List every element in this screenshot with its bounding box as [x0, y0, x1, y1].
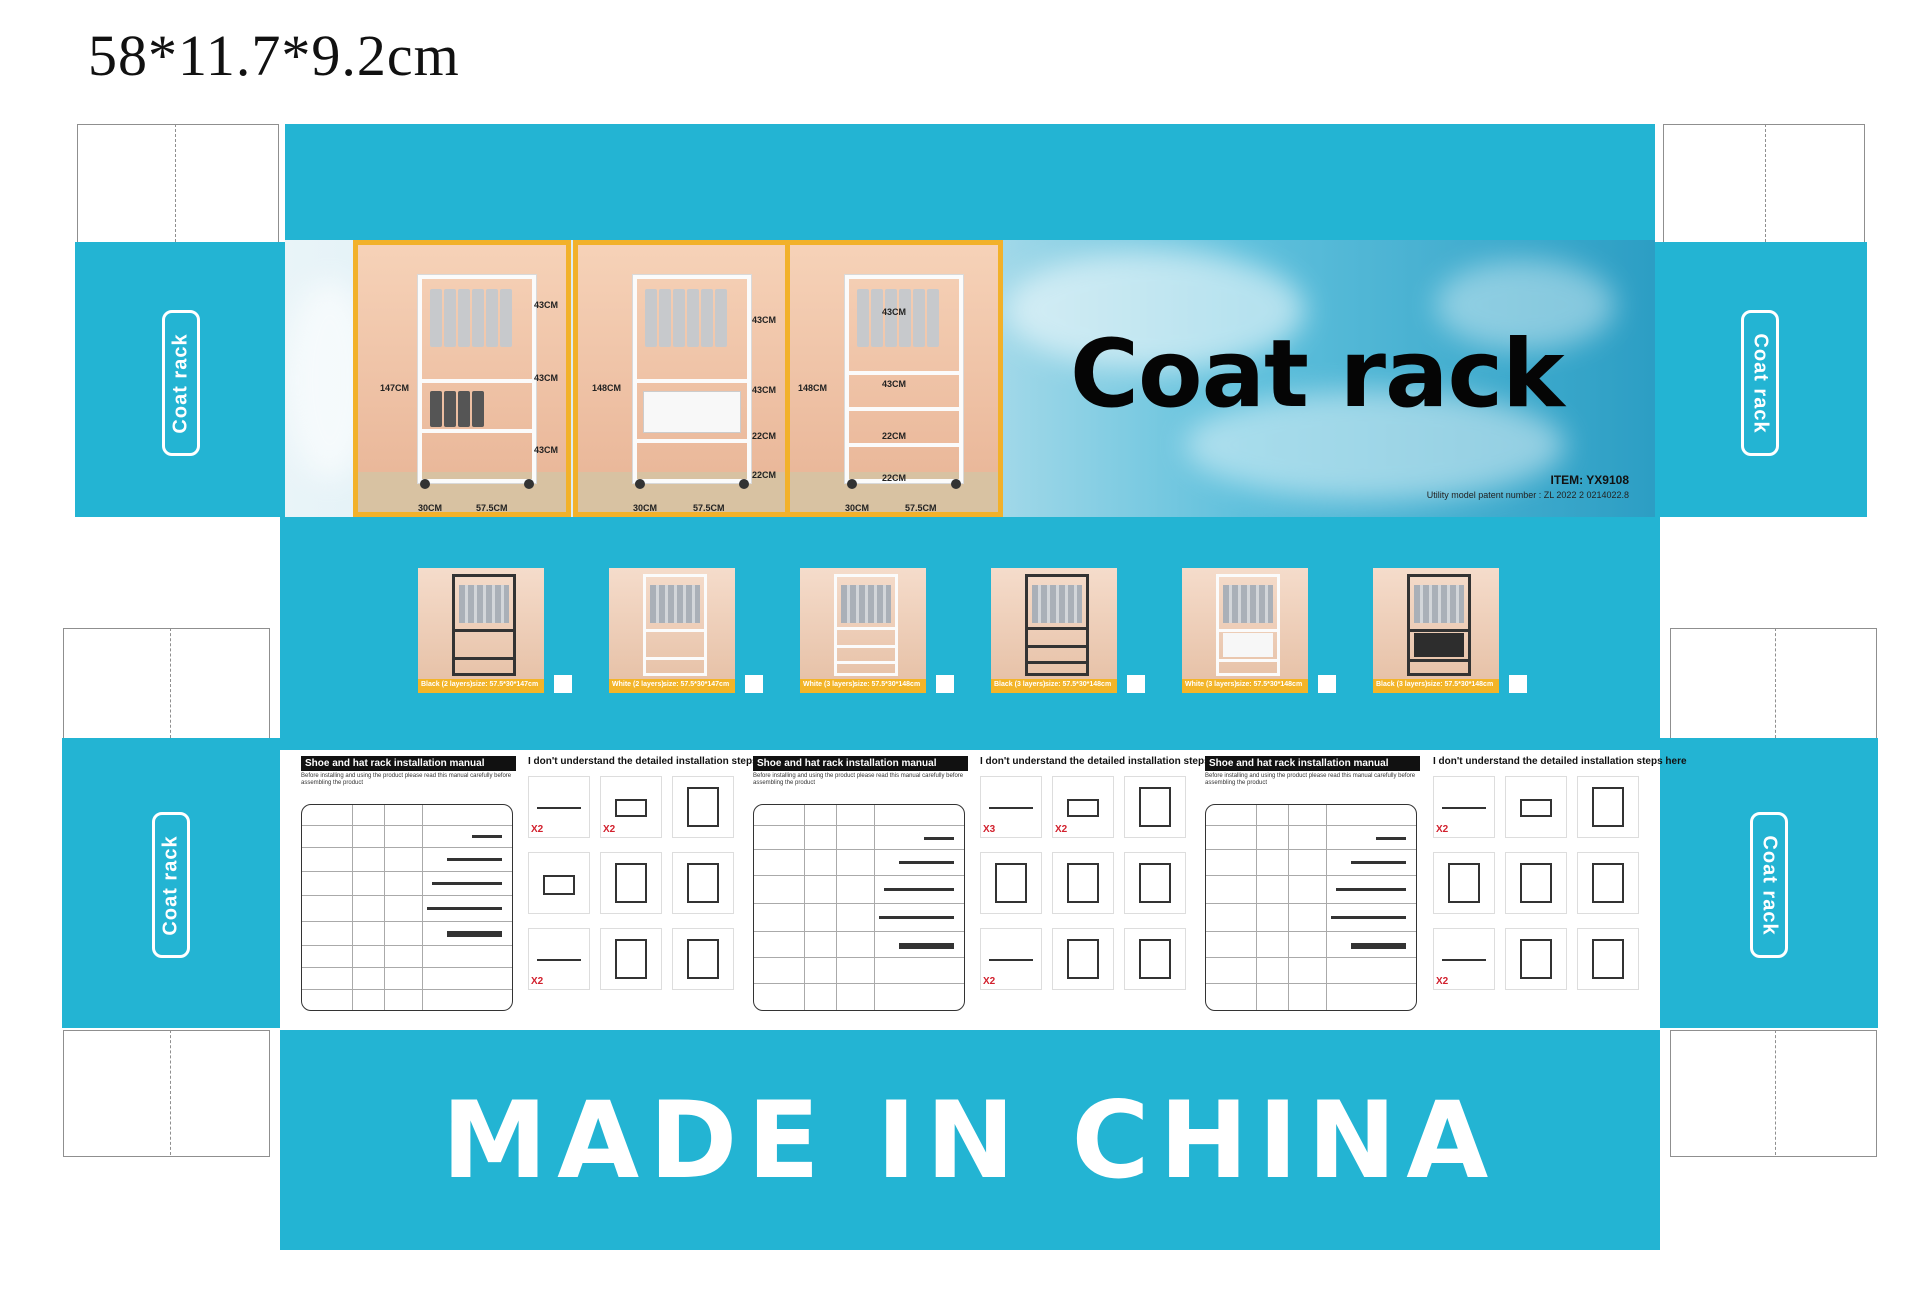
side-label-left-bottom: Coat rack: [152, 812, 190, 958]
height-label: 147CM: [380, 383, 410, 393]
mid-left-flap: [63, 628, 270, 740]
bottom-left-flap: [63, 1030, 270, 1157]
patent-number: Utility model patent number : ZL 2022 2 …: [1426, 490, 1629, 500]
top-panel: [285, 124, 1655, 242]
tier-label: 43CM: [534, 373, 559, 383]
checkbox-square: [1318, 675, 1336, 693]
made-in-china-text: MADE IN CHINA: [441, 1078, 1499, 1202]
steps-heading: I don't understand the detailed installa…: [528, 756, 782, 767]
variant-name: White (3 layers): [803, 681, 855, 688]
variant-thumbnail: White (3 layers)size: 57.5*30*148cm: [800, 568, 926, 693]
side-label-left-top: Coat rack: [162, 310, 200, 456]
variant-size: size: 57.5*30*147cm: [472, 681, 539, 688]
depth-label: 30CM: [845, 503, 870, 513]
variant-size: size: 57.5*30*148cm: [854, 681, 921, 688]
variant-name: White (2 layers): [612, 681, 664, 688]
variant-thumbnail: White (2 layers)size: 57.5*30*147cm: [609, 568, 735, 693]
tier-label: 43CM: [752, 315, 777, 325]
parts-table: [301, 804, 513, 1011]
manual-heading: Shoe and hat rack installation manual: [1205, 756, 1420, 771]
bottom-panel: MADE IN CHINA: [280, 1030, 1660, 1250]
mid-right-flap: [1670, 628, 1877, 740]
variant-thumbnail: Black (3 layers)size: 57.5*30*148cm: [1373, 568, 1499, 693]
product-photo: 148CM 43CM 43CM 22CM 22CM 30CM 57.5CM: [785, 240, 1003, 517]
depth-label: 30CM: [633, 503, 658, 513]
width-label: 57.5CM: [693, 503, 725, 513]
tier-label: 22CM: [882, 473, 907, 483]
steps-sheet: I don't understand the detailed installa…: [1433, 756, 1687, 990]
variant-size: size: 57.5*30*148cm: [1045, 681, 1112, 688]
tier-label: 43CM: [882, 307, 907, 317]
manual-heading: Shoe and hat rack installation manual: [753, 756, 968, 771]
product-title: Coat rack: [1070, 320, 1565, 429]
tier-label: 22CM: [752, 470, 777, 480]
parts-table: [753, 804, 965, 1011]
item-number: ITEM: YX9108: [1550, 473, 1629, 487]
fold-line: [170, 1030, 171, 1155]
fold-line: [170, 628, 171, 738]
product-photo: 148CM 43CM 43CM 22CM 22CM 30CM 57.5CM: [573, 240, 791, 517]
fold-line: [175, 124, 176, 242]
top-right-flap: [1663, 124, 1865, 244]
manual-intro: Before installing and using the product …: [1205, 773, 1416, 786]
height-label: 148CM: [592, 383, 622, 393]
checkbox-square: [936, 675, 954, 693]
side-label-right-bottom: Coat rack: [1750, 812, 1788, 958]
tier-label: 43CM: [882, 379, 907, 389]
width-label: 57.5CM: [905, 503, 937, 513]
tier-label: 22CM: [752, 431, 777, 441]
side-label-right-top: Coat rack: [1741, 310, 1779, 456]
variant-name: Black (3 layers): [1376, 681, 1428, 688]
variant-thumbnail: Black (2 layers)size: 57.5*30*147cm: [418, 568, 544, 693]
fold-line: [1775, 628, 1776, 738]
product-photo: 147CM 43CM 43CM 43CM 30CM 57.5CM: [353, 240, 571, 517]
tier-label: 22CM: [882, 431, 907, 441]
tier-label: 43CM: [752, 385, 777, 395]
right-side-panel-bottom: [1660, 738, 1878, 1028]
variant-thumbnail: White (3 layers)size: 57.5*30*148cm: [1182, 568, 1308, 693]
variant-size: size: 57.5*30*147cm: [663, 681, 730, 688]
checkbox-square: [1509, 675, 1527, 693]
fold-line: [1775, 1030, 1776, 1155]
variant-name: Black (2 layers): [421, 681, 473, 688]
manual-sheet: Shoe and hat rack installation manual Be…: [753, 756, 968, 1011]
installation-manual-panel: Shoe and hat rack installation manual Be…: [283, 750, 1687, 1025]
steps-sheet: I don't understand the detailed installa…: [528, 756, 782, 990]
bottom-right-flap: [1670, 1030, 1877, 1157]
box-dimensions: 58*11.7*9.2cm: [88, 23, 460, 88]
manual-heading: Shoe and hat rack installation manual: [301, 756, 516, 771]
left-side-panel-bottom: [62, 738, 280, 1028]
top-left-flap: [77, 124, 279, 244]
manual-sheet: Shoe and hat rack installation manual Be…: [301, 756, 516, 1011]
depth-label: 30CM: [418, 503, 443, 513]
right-side-panel-top: [1655, 242, 1867, 517]
fold-line: [1765, 124, 1766, 242]
variant-thumbnail: Black (3 layers)size: 57.5*30*148cm: [991, 568, 1117, 693]
hero-banner: 147CM 43CM 43CM 43CM 30CM 57.5CM 148CM 4…: [285, 240, 1655, 517]
tier-label: 43CM: [534, 445, 559, 455]
variant-size: size: 57.5*30*148cm: [1236, 681, 1303, 688]
checkbox-square: [1127, 675, 1145, 693]
steps-sheet: I don't understand the detailed installa…: [980, 756, 1234, 990]
variant-name: Black (3 layers): [994, 681, 1046, 688]
width-label: 57.5CM: [476, 503, 508, 513]
steps-heading: I don't understand the detailed installa…: [980, 756, 1234, 767]
left-side-panel-top: [75, 242, 285, 517]
manual-intro: Before installing and using the product …: [301, 773, 512, 786]
manual-sheet: Shoe and hat rack installation manual Be…: [1205, 756, 1420, 1011]
variant-size: size: 57.5*30*148cm: [1427, 681, 1494, 688]
variant-name: White (3 layers): [1185, 681, 1237, 688]
parts-table: [1205, 804, 1417, 1011]
height-label: 148CM: [798, 383, 828, 393]
steps-heading: I don't understand the detailed installa…: [1433, 756, 1687, 767]
tier-label: 43CM: [534, 300, 559, 310]
checkbox-square: [745, 675, 763, 693]
checkbox-square: [554, 675, 572, 693]
manual-intro: Before installing and using the product …: [753, 773, 964, 786]
